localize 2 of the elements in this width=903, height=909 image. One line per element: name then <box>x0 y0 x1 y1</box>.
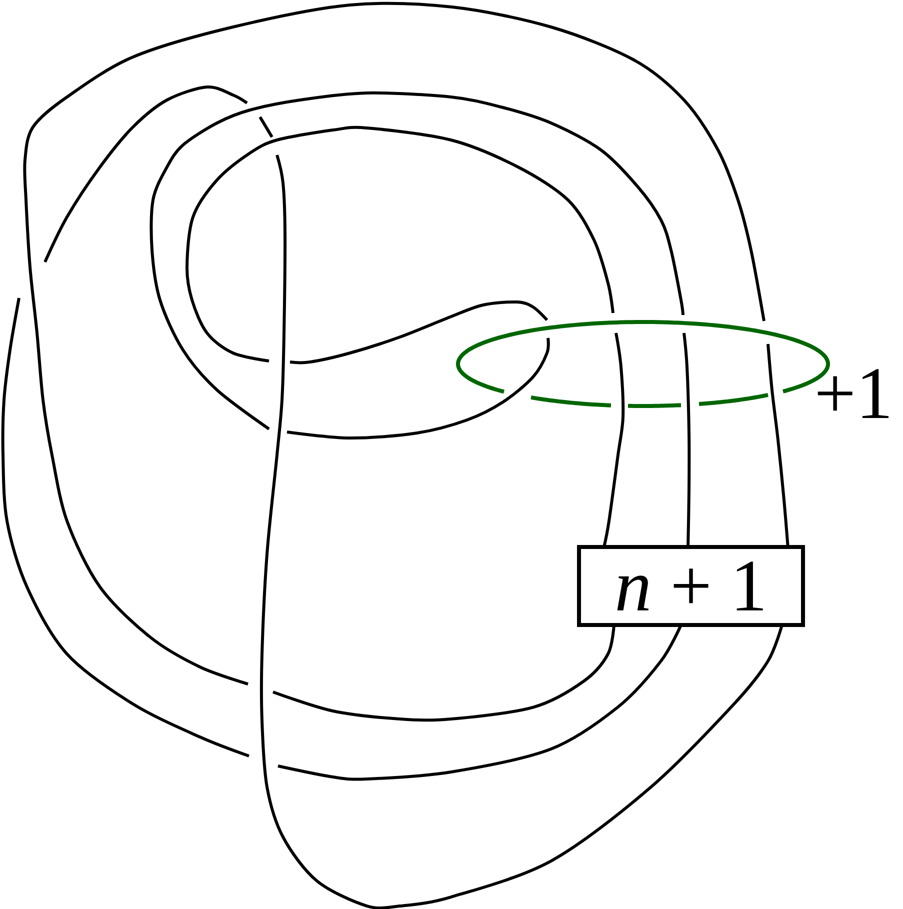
twist-box: n + 1 <box>577 545 805 627</box>
framing-label: +1 <box>818 369 888 418</box>
